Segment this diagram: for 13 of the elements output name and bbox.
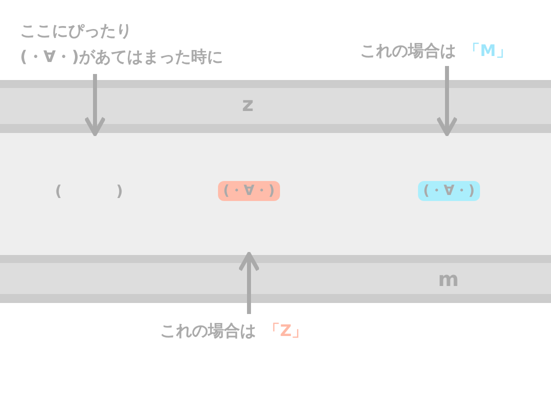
- callout-text: これの場合は: [160, 321, 256, 340]
- arrow: [436, 66, 458, 136]
- face-text: (・∀・): [418, 181, 480, 201]
- callout-text: (・∀・)があてはまった時に: [20, 46, 224, 68]
- empty-face-slot: ( ): [55, 181, 123, 201]
- face-text: (・∀・): [218, 181, 280, 201]
- arrow: [238, 252, 260, 314]
- middle-band: [0, 133, 551, 255]
- highlighted-letter: 「Z」: [264, 321, 308, 340]
- callout-text: これの場合は: [360, 41, 456, 60]
- callout-text: ここにぴったり: [20, 20, 133, 42]
- arrow: [84, 74, 106, 136]
- highlighted-letter: 「M」: [464, 41, 512, 60]
